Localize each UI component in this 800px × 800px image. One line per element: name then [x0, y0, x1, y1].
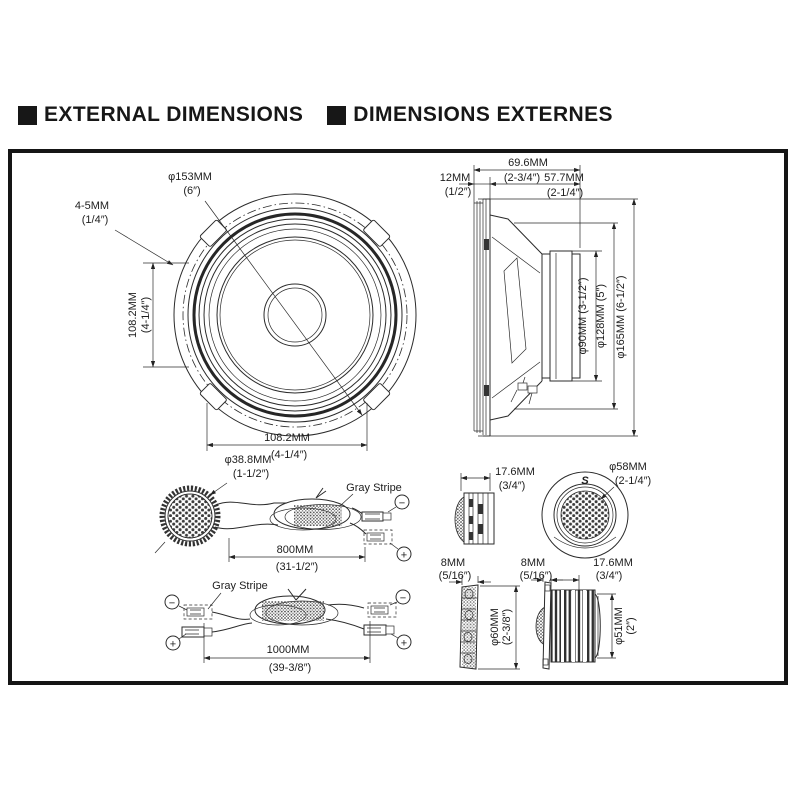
section-marker-icon [327, 105, 347, 125]
tweeter-dia-leader [600, 486, 615, 500]
spacer-depth-inches: (5/16″) [439, 570, 472, 582]
harness-length-inches: (39-3/8″) [269, 662, 311, 674]
plus-symbol: + [170, 639, 176, 651]
total-depth-inches: (2-3/4″) [504, 172, 540, 184]
tweeter-cable [214, 487, 367, 535]
panel-thickness-inches: (1/4″) [82, 214, 109, 226]
flush-tweeter-side-view: 8MM (5/16″) 17.6MM (3/4″) φ51MM (2″) [520, 557, 637, 670]
cable-length-dimension: 800MM (31-1/2″) [228, 538, 366, 573]
harness-length-label: 1000MM [267, 644, 310, 656]
minus-symbol: − [169, 598, 175, 610]
flange-depth-inches: (1/2″) [445, 186, 472, 198]
total-depth-label: 69.6MM [508, 157, 548, 169]
plus-symbol: + [401, 638, 407, 650]
small-tweeter-dia-label: φ38.8MM [225, 454, 272, 466]
tweeter-depth-dimension: 17.6MM (3/4″) [460, 466, 535, 492]
extension-harness: − + Gray Stripe [164, 580, 412, 674]
tweeter-cable-assembly: φ38.8MM (1-1/2″) − + [154, 454, 412, 573]
woofer-side-drawing [473, 198, 581, 437]
tweeter-views: 17.6MM (3/4″) S φ58MM (2-1/4″) [454, 461, 651, 559]
spacer-dia-inches: (2-3/8″) [501, 609, 513, 645]
hole-height-label: 108.2MM [127, 292, 139, 338]
cable-length-inches: (31-1/2″) [276, 561, 318, 573]
header-item-en: EXTERNAL DIMENSIONS [18, 103, 303, 127]
dimensions-diagram: φ153MM (6″) 4-5MM (1/4″) 108.2MM (4-1/4″… [75, 157, 651, 674]
harness-gray-stripe-leader [207, 592, 222, 610]
section-marker-icon [18, 105, 37, 125]
tweeter-depth-inches: (3/4″) [499, 480, 526, 492]
woofer-diameter-dimensions: φ90MM (3-1/2″) φ128MM (5″) φ165MM (6-1/2… [478, 198, 638, 437]
body-depth-inches: (2-1/4″) [547, 187, 583, 199]
spacer-depth-dimension: 8MM (5/16″) [439, 557, 491, 585]
cable-length-label: 800MM [277, 544, 314, 556]
flush-depth-label: 17.6MM [593, 557, 633, 569]
flush-depth-dimension: 17.6MM (3/4″) [550, 557, 633, 590]
flush-dia-label: φ51MM [613, 607, 625, 645]
tweeter-cable-terminals: − + [361, 494, 412, 562]
woofer-diameter-inches: (6″) [183, 185, 200, 197]
tweeter-side-view [454, 492, 495, 545]
flush-depth-inches: (3/4″) [596, 570, 623, 582]
body-depth-label: 57.7MM [544, 172, 584, 184]
minus-symbol: − [400, 593, 406, 605]
frame-diameter-label: φ128MM (5″) [595, 284, 607, 348]
hole-width-label: 108.2MM [264, 432, 310, 444]
flush-flange-dimension: 8MM (5/16″) [520, 557, 563, 583]
title-english: EXTERNAL DIMENSIONS [44, 103, 304, 126]
hole-height-inches: (4-1/4″) [140, 297, 152, 333]
panel-thickness-label: 4-5MM [75, 200, 109, 212]
woofer-terminal [510, 376, 538, 405]
header-item-fr: DIMENSIONS EXTERNES [327, 103, 613, 127]
flush-flange-label: 8MM [521, 557, 545, 569]
spacer-dia-label: φ60MM [489, 608, 501, 646]
small-dia-leader-tail [154, 541, 166, 554]
minus-symbol: − [399, 498, 405, 510]
tweeter-front-small [159, 485, 221, 547]
woofer-side-view: 69.6MM (2-3/4″) 12MM (1/2″) 57.7MM (2-1/… [440, 157, 638, 437]
title-french: DIMENSIONS EXTERNES [353, 103, 613, 126]
flush-dia-inches: (2″) [625, 617, 637, 634]
harness-cable [211, 588, 365, 633]
harness-length-dimension: 1000MM (39-3/8″) [203, 621, 371, 674]
woofer-diameter-label: φ153MM [168, 171, 212, 183]
tweeter-dia-label: φ58MM [609, 461, 647, 473]
harness-right-terminals: − + [363, 589, 412, 650]
woofer-front-view: φ153MM (6″) 4-5MM (1/4″) 108.2MM (4-1/4″… [75, 171, 417, 461]
woofer-front-rings [173, 193, 417, 437]
section-header: EXTERNAL DIMENSIONS DIMENSIONS EXTERNES [18, 103, 613, 127]
plus-symbol: + [401, 550, 407, 562]
flange-depth-label: 12MM [440, 172, 471, 184]
spacer-ring-side-view: 8MM (5/16″) φ60MM (2-3/8″) [439, 557, 520, 670]
flush-diameter-dimension: φ51MM (2″) [597, 593, 637, 659]
magnet-diameter-label: φ90MM (3-1/2″) [577, 277, 589, 354]
small-dia-leader [209, 482, 228, 496]
brand-logo: S [581, 475, 589, 487]
tweeter-depth-label: 17.6MM [495, 466, 535, 478]
harness-left-terminals: − + [164, 594, 213, 651]
spacer-diameter-dimension: φ60MM (2-3/8″) [478, 585, 520, 670]
overall-diameter-label: φ165MM (6-1/2″) [615, 275, 627, 358]
harness-gray-stripe-label: Gray Stripe [212, 580, 268, 592]
diagram-frame: φ153MM (6″) 4-5MM (1/4″) 108.2MM (4-1/4″… [8, 149, 788, 685]
hole-width-inches: (4-1/4″) [271, 449, 307, 461]
small-tweeter-dia-inches: (1-1/2″) [233, 468, 269, 480]
tweeter-dia-inches: (2-1/4″) [615, 475, 651, 487]
gray-stripe-label: Gray Stripe [346, 482, 402, 494]
flush-flange-inches: (5/16″) [520, 570, 553, 582]
woofer-horizontal-dimension: 108.2MM (4-1/4″) [206, 403, 368, 461]
woofer-depth-dimensions: 69.6MM (2-3/4″) 12MM (1/2″) 57.7MM (2-1/… [440, 157, 584, 248]
gray-stripe-leader [339, 493, 354, 507]
tweeter-front-view: S [541, 471, 629, 559]
diameter-leader-line [204, 200, 363, 416]
thickness-leader-line [114, 229, 174, 266]
spacer-depth-label: 8MM [441, 557, 465, 569]
woofer-vertical-dimension: 108.2MM (4-1/4″) [127, 262, 189, 368]
woofer-mount-tabs [199, 219, 391, 411]
